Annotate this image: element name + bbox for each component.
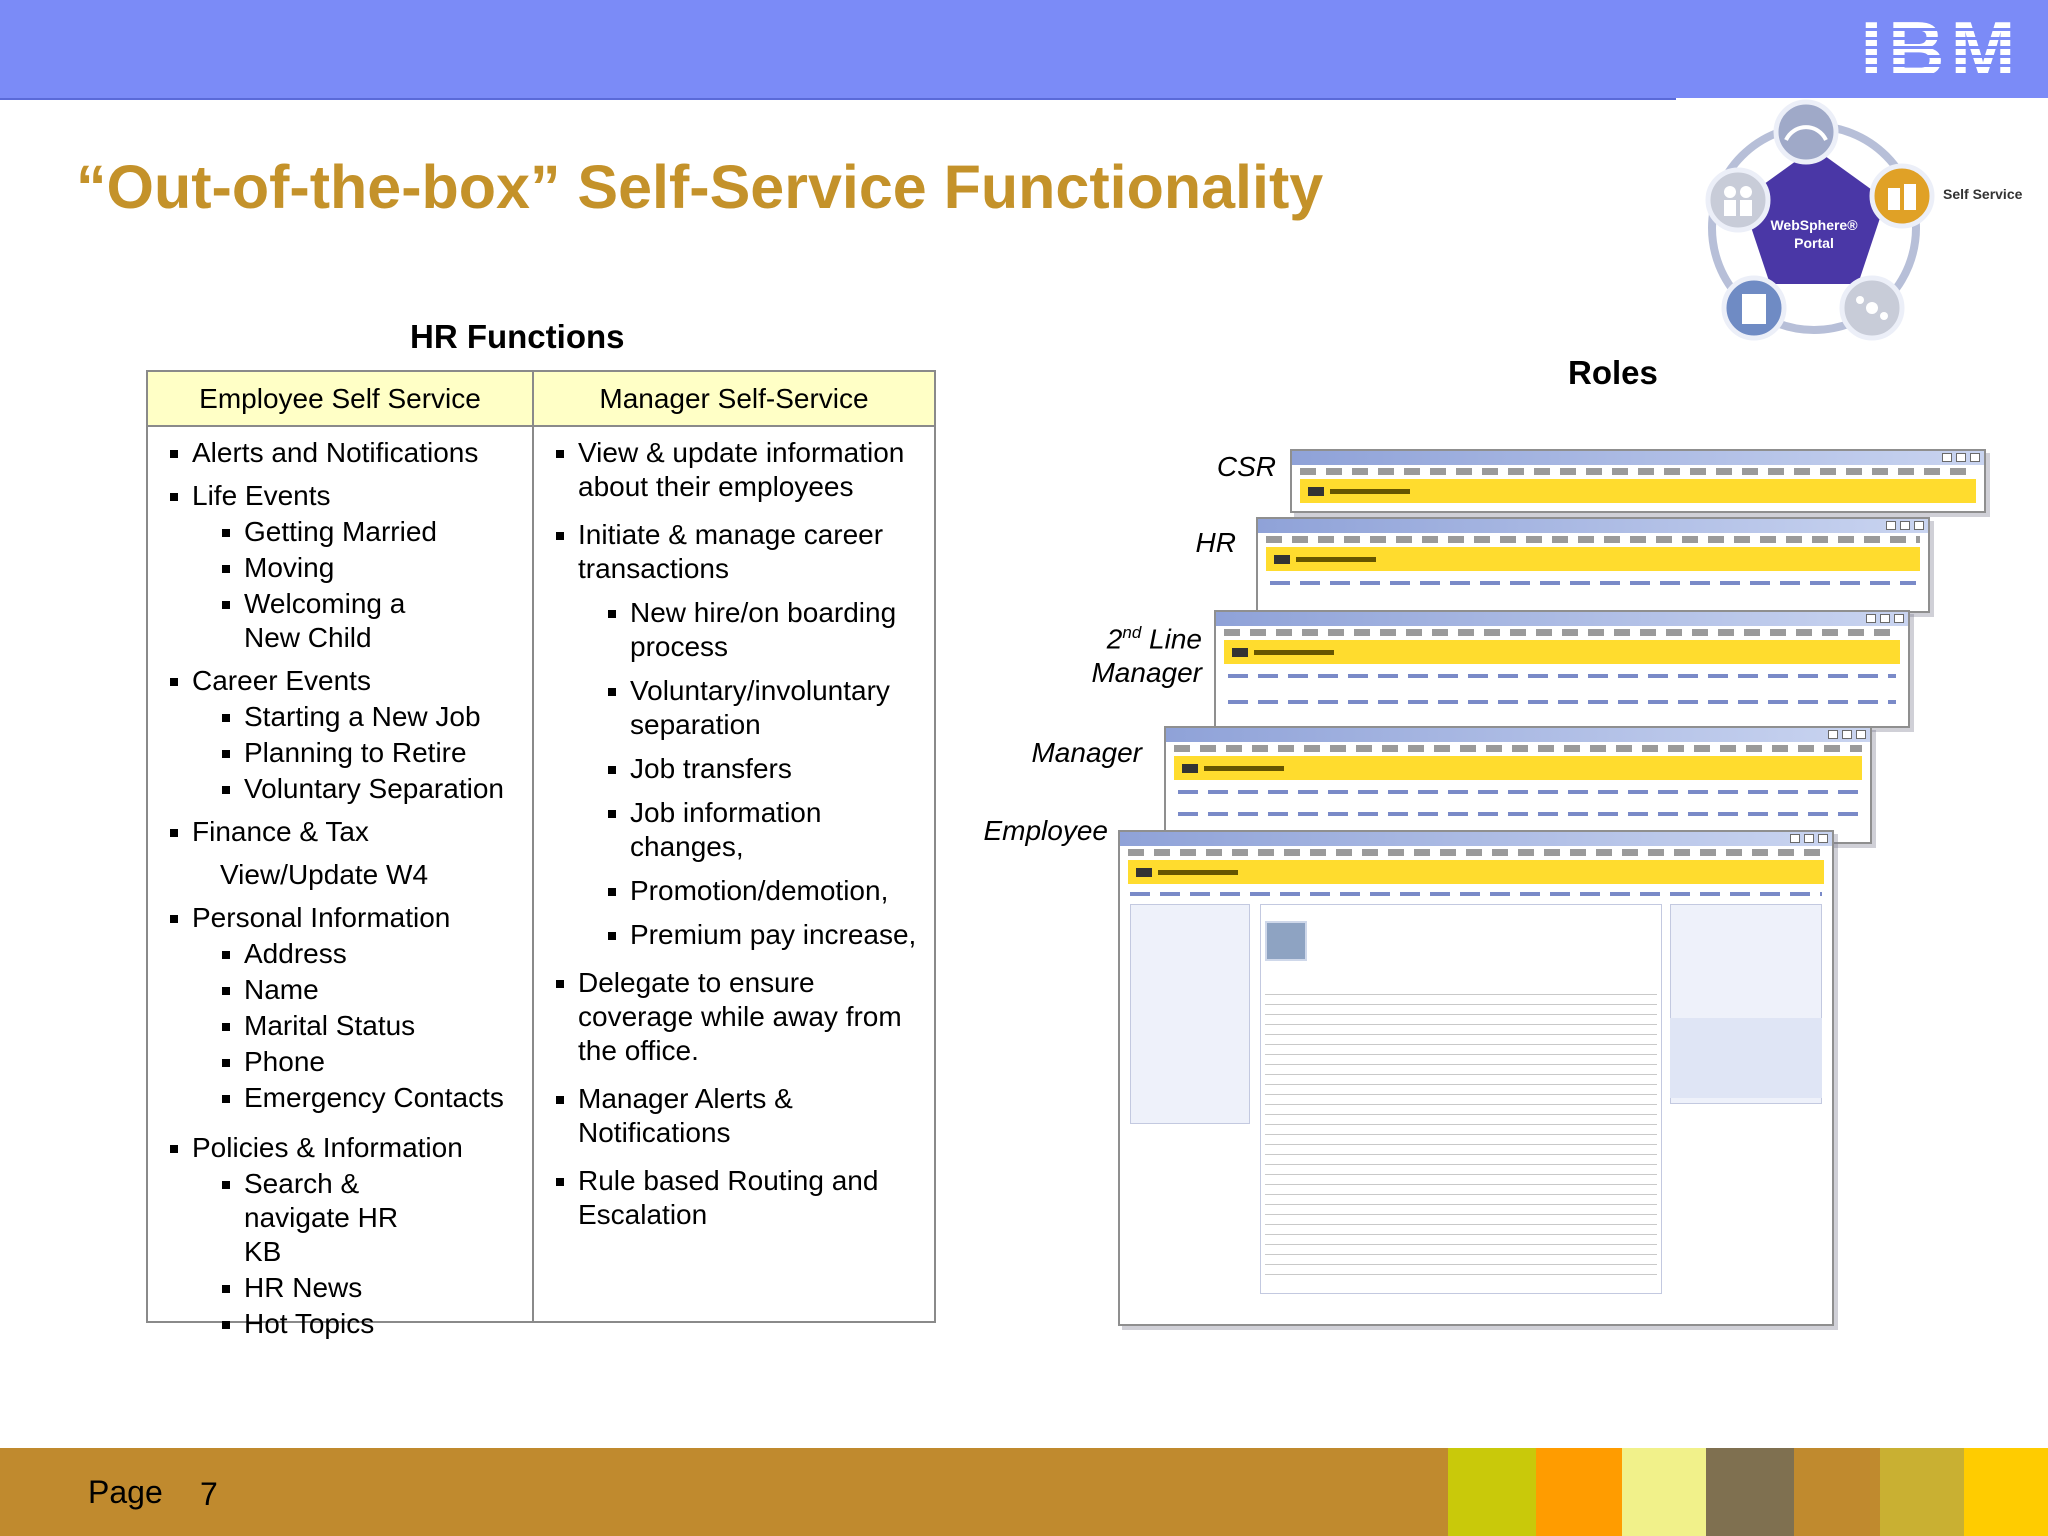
websphere-portal-graphic: WebSphere® Portal — [1690, 96, 2048, 346]
manager-self-service-header: Manager Self-Service — [534, 372, 934, 427]
list-item: Name — [148, 973, 532, 1007]
employee-photo — [1265, 921, 1307, 961]
hr-functions-table: Employee Self Service Manager Self-Servi… — [146, 370, 936, 1339]
list-item: Premium pay increase, — [534, 918, 934, 952]
list-item: View/Update W4 — [220, 859, 429, 890]
roles-heading: Roles — [1568, 354, 1658, 391]
footer-swatch — [1964, 1448, 2048, 1536]
list-item: Promotion/demotion, — [534, 874, 934, 908]
logo-text: IBM — [1860, 4, 2022, 93]
footer-swatch — [1794, 1448, 1880, 1536]
footer-swatch — [1880, 1448, 1964, 1536]
portal-center-line1: WebSphere® — [1770, 217, 1858, 233]
second-line-manager-portal-screenshot — [1214, 610, 1910, 728]
employee-self-service-list: Alerts and Notifications Life Events Get… — [148, 436, 532, 1341]
list-item: View & update information about their em… — [534, 436, 924, 504]
list-item: Life Events — [148, 479, 532, 513]
list-item: Voluntary/involuntary separation — [534, 674, 914, 742]
list-item: Manager Alerts & Notifications — [534, 1082, 824, 1150]
header-bar — [0, 0, 2048, 98]
footer-swatch — [1448, 1448, 1536, 1536]
list-item: Planning to Retire — [148, 736, 532, 770]
list-item: Career Events — [148, 664, 532, 698]
list-item: Moving — [148, 551, 532, 585]
role-label-employee: Employee — [983, 815, 1108, 846]
list-item: Welcoming a New Child — [148, 587, 408, 655]
list-item: HR News — [148, 1271, 532, 1305]
role-label-hr: HR — [1195, 527, 1236, 558]
dashboard-icon — [1773, 99, 1839, 165]
list-item: Phone — [148, 1045, 532, 1079]
footer-swatch — [1622, 1448, 1706, 1536]
ibm-logo: IBM — [1861, 5, 2020, 93]
list-item: Job information changes, — [534, 796, 834, 864]
list-item: Starting a New Job — [148, 700, 532, 734]
list-item: Job transfers — [534, 752, 934, 786]
portal-center-line2: Portal — [1794, 235, 1834, 251]
employee-portal-screenshot — [1118, 830, 1834, 1326]
manager-portal-screenshot — [1164, 726, 1872, 844]
footer-swatch — [1536, 1448, 1622, 1536]
list-item: Alerts and Notifications — [148, 436, 532, 470]
list-item: Address — [148, 937, 532, 971]
list-item: Emergency Contacts — [148, 1081, 532, 1115]
header-rule — [0, 98, 1676, 100]
self-service-icon — [1869, 163, 1935, 229]
list-item: Hot Topics — [148, 1307, 532, 1341]
hr-portal-screenshot — [1256, 517, 1930, 613]
list-item: Delegate to ensure coverage while away f… — [534, 966, 924, 1068]
list-item: Initiate & manage career transactions — [534, 518, 924, 586]
portal-pentagon-icon — [1742, 148, 1886, 284]
csr-portal-screenshot — [1290, 449, 1986, 513]
people-icon — [1705, 167, 1771, 233]
column-divider — [532, 372, 534, 1321]
list-item: Search & navigate HR KB — [148, 1167, 428, 1269]
list-item: Personal Information — [148, 901, 532, 935]
list-item: Policies & Information — [148, 1131, 532, 1165]
footer-swatch — [1706, 1448, 1794, 1536]
page-label: Page — [88, 1474, 163, 1510]
employee-self-service-header: Employee Self Service — [148, 372, 532, 427]
list-item: Voluntary Separation — [148, 772, 532, 806]
list-item: New hire/on boarding process — [534, 596, 914, 664]
slide-title: “Out-of-the-box” Self-Service Functional… — [76, 153, 1324, 221]
list-item: Getting Married — [148, 515, 532, 549]
portal-self-service-label: Self Service — [1943, 186, 2023, 202]
hr-functions-heading: HR Functions — [410, 318, 625, 355]
list-item: Finance & Tax — [148, 815, 532, 849]
role-label-manager: Manager — [1031, 737, 1142, 768]
role-label-csr: CSR — [1216, 451, 1276, 482]
manager-self-service-list: View & update information about their em… — [534, 436, 934, 1232]
list-item: Rule based Routing and Escalation — [534, 1164, 924, 1232]
list-item: Marital Status — [148, 1009, 532, 1043]
page-number: 7 — [200, 1476, 218, 1512]
